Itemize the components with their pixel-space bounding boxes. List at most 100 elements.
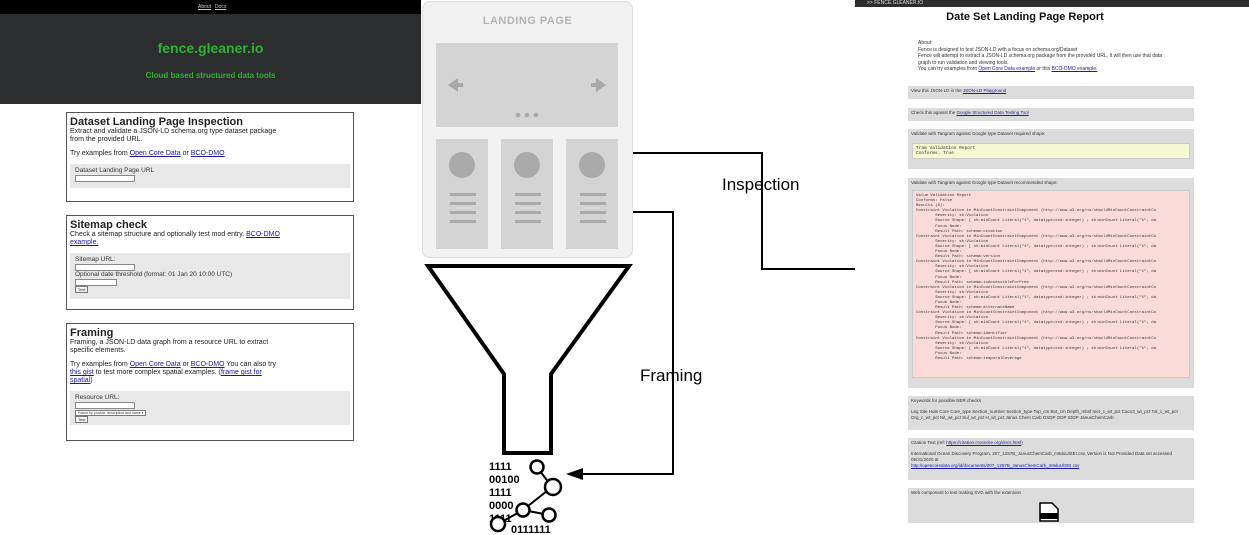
funnel-shape: [424, 264, 633, 455]
site-tagline: Cloud based structured data tools: [145, 71, 276, 80]
card-description-2: specific elements.: [70, 347, 126, 354]
field-label: Sitemap URL:: [75, 256, 116, 263]
svg-text:00100: 00100: [489, 474, 520, 486]
dataset-url-input[interactable]: [75, 175, 135, 182]
bco-dmo-link[interactable]: BCO-DMO: [246, 231, 280, 238]
frame-select[interactable]: Frame by provide, description and name ▾: [75, 410, 147, 416]
wireframe-column-2: [501, 139, 553, 249]
wireframe-text-line: [450, 193, 476, 196]
citation-data-link[interactable]: http://opencoredata.org/id/documents/207…: [911, 463, 1080, 468]
date-threshold-input[interactable]: [75, 279, 117, 286]
report-required-shape-section: Validate with Tangram against Google typ…: [908, 129, 1194, 169]
bco-dmo-link[interactable]: BCO-DMO: [190, 361, 225, 368]
recommended-shape-output[interactable]: Value Validation Report Conforms: False …: [912, 190, 1190, 378]
framing-label: Framing: [640, 366, 703, 385]
open-core-data-example-link[interactable]: Open Core Data example: [978, 66, 1036, 72]
landing-page-inspection-card: Dataset Landing Page Inspection Extract …: [66, 112, 354, 202]
wireframe-text-line: [580, 193, 606, 196]
card-title: Dataset Landing Page Inspection: [70, 116, 243, 128]
svg-text:1111: 1111: [489, 461, 512, 473]
card-description-2: example.: [70, 239, 350, 247]
wireframe-text-line: [515, 202, 541, 205]
wireframe-text-line: [580, 220, 606, 223]
date-label: Optional date threshold (format: 01 Jan …: [75, 271, 233, 278]
card-description: Extract and validate a JSON-LD schema.or…: [70, 128, 277, 135]
open-core-data-link[interactable]: Open Core Data: [129, 361, 181, 368]
card-title: Framing: [70, 327, 114, 339]
site-topbar: About Docs: [0, 0, 421, 14]
wireframe-text-line: [515, 211, 541, 214]
wireframe-image-placeholder: [514, 152, 540, 178]
wireframe-text-line: [515, 220, 541, 223]
this-gist-link[interactable]: this gist: [70, 369, 94, 376]
field-label: Resource URL:: [75, 394, 120, 401]
wireframe-column-3: [566, 139, 618, 249]
framing-form: Resource URL: Frame by provide, descript…: [70, 391, 350, 425]
resource-url-input[interactable]: [75, 402, 135, 409]
nav-about-link[interactable]: About: [198, 4, 212, 10]
wireframe-carousel: [436, 43, 618, 127]
card-description: Framing, a JSON-LD data graph from a res…: [70, 339, 269, 346]
wireframe-text-line: [450, 211, 476, 214]
report-title: Date Set Landing Page Report: [946, 11, 1104, 23]
svg-text:0111111: 0111111: [511, 524, 551, 535]
framing-arrowhead: [566, 468, 583, 480]
frame-gist-link[interactable]: frame gist for: [220, 369, 262, 376]
inspection-arrow: [633, 152, 880, 270]
binary-graph-icon: 1111 00100 1111 0000 1111 0111111: [489, 459, 563, 535]
required-shape-output: Tram Validation Report Conforms: True: [912, 143, 1190, 159]
landing-form: Dataset Landing Page URL: [70, 164, 350, 188]
card-examples: Try examples from Open Core Data or BCO-…: [70, 150, 225, 157]
json-ld-playground-link[interactable]: JSON-LD Playground: [962, 88, 1007, 93]
card-description-2: from the provided URL.: [70, 136, 143, 143]
report-web-component-section: Web component to test making SVG with th…: [908, 488, 1194, 523]
bco-dmo-link[interactable]: BCO-DMO: [190, 150, 225, 157]
svg-file-icon: [1039, 502, 1059, 522]
report-playground-section: View this JSON-LD in the JSON-LD Playgro…: [908, 86, 1194, 99]
bco-dmo-example-link[interactable]: BCO-DMO example.: [1051, 66, 1098, 72]
framing-arrow: [581, 211, 674, 475]
inspection-label: Inspection: [722, 175, 800, 194]
report-citation-section: Citation Text (ref: https://citation.cro…: [908, 438, 1194, 480]
card-examples: Try examples from Open Core Data or BCO-…: [70, 361, 276, 368]
card-gist-text: this gist to test more complex spatial e…: [70, 369, 262, 376]
sitemap-form: Sitemap URL: Optional date threshold (fo…: [70, 253, 350, 299]
nav-docs-link[interactable]: Docs: [215, 4, 227, 10]
report-about: About: Fence is designed to test JSON-LD…: [918, 40, 1163, 72]
report-topbar: >> FENCE.GLEANER.IO: [855, 0, 1249, 7]
sitemap-check-card: Sitemap check Check a sitemap structure …: [66, 215, 354, 310]
wireframe-text-line: [450, 202, 476, 205]
wireframe-text-line: [580, 202, 606, 205]
wireframe-column-1: [436, 139, 488, 249]
carousel-dots-icon: [515, 112, 539, 118]
sitemap-url-input[interactable]: [75, 264, 135, 271]
spatial-link[interactable]: spatial: [70, 377, 91, 384]
citation-ref-link[interactable]: https://citation.crosscite.org/docs.html: [946, 440, 1022, 445]
report-recommended-shape-section: Validate with Tangram against Google typ…: [908, 178, 1194, 388]
wireframe-text-line: [515, 193, 541, 196]
example-link[interactable]: example.: [70, 239, 99, 246]
svg-text:1111: 1111: [489, 487, 512, 499]
test-button[interactable]: Test: [75, 416, 89, 423]
wireframe-text-line: [580, 211, 606, 214]
field-label: Dataset Landing Page URL: [75, 167, 155, 174]
site-header: [0, 0, 421, 104]
report-keywords-section: Keywords for possible NER checks Leg Sit…: [908, 396, 1194, 430]
google-testing-tool-link[interactable]: Google Structured Data Testing Tool: [956, 110, 1029, 115]
wireframe-title: LANDING PAGE: [482, 15, 573, 27]
open-core-data-link[interactable]: Open Core Data: [129, 150, 181, 157]
test-button[interactable]: Test: [75, 286, 89, 293]
carousel-left-arrow-icon: [448, 78, 463, 92]
svg-text:0000: 0000: [489, 500, 513, 512]
wireframe-text-line: [450, 220, 476, 223]
card-gist-text-2: spatial): [70, 377, 93, 384]
card-description: Check a sitemap structure and optionally…: [70, 231, 280, 238]
carousel-right-arrow-icon: [591, 78, 606, 92]
card-title: Sitemap check: [70, 219, 148, 231]
site-title: fence.gleaner.io: [157, 40, 264, 56]
report-google-tool-section: Check this against the Google Structured…: [908, 108, 1194, 121]
wireframe-image-placeholder: [449, 152, 475, 178]
keywords-text: Leg Site Hole Core Core_type Section_num…: [911, 409, 1178, 420]
wireframe-image-placeholder: [579, 152, 605, 178]
